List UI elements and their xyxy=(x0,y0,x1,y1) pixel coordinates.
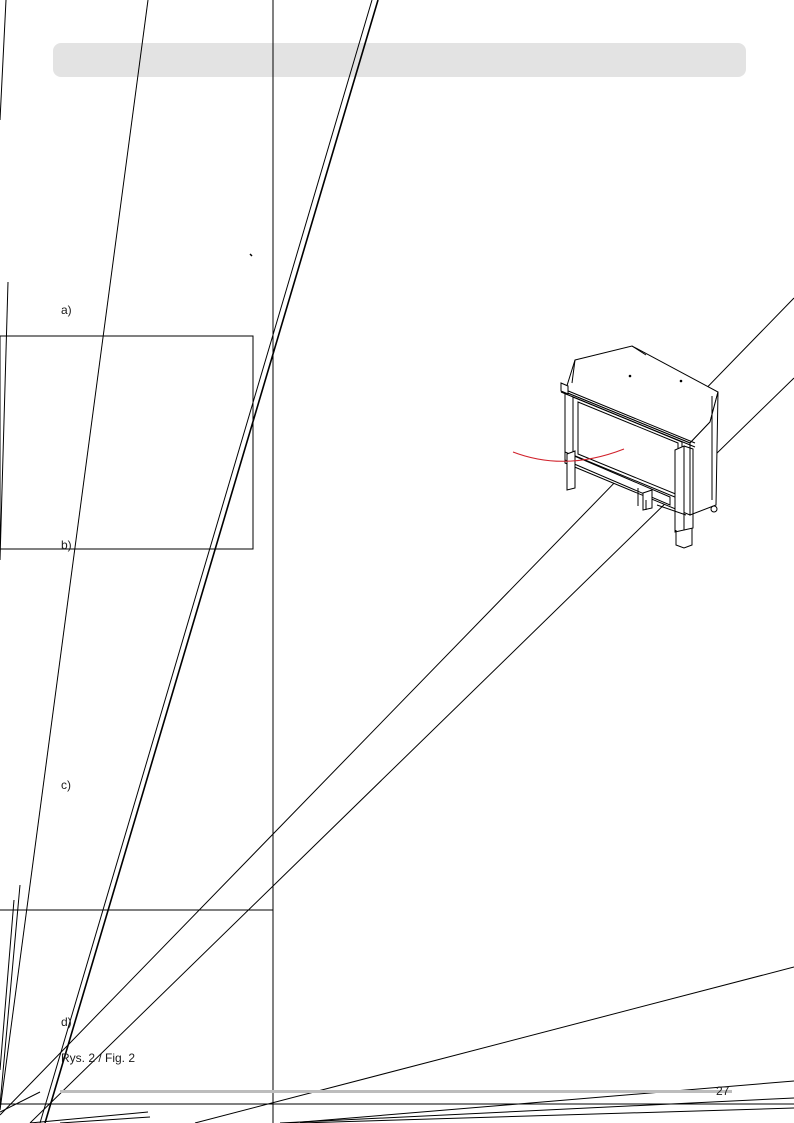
construction-line xyxy=(0,281,9,561)
construction-line xyxy=(194,966,794,1123)
label-c: c) xyxy=(61,778,71,792)
construction-line xyxy=(0,0,149,1111)
construction-line xyxy=(0,1091,41,1113)
construction-line xyxy=(279,1097,794,1123)
construction-line xyxy=(0,0,7,121)
construction-line xyxy=(44,0,379,1123)
tick-mark xyxy=(249,253,253,257)
construction-line xyxy=(0,884,21,1106)
label-a: a) xyxy=(61,303,72,317)
label-b: b) xyxy=(61,538,72,552)
panel-a-frame xyxy=(0,335,254,550)
construction-line xyxy=(299,1107,794,1123)
label-d: d) xyxy=(61,1015,72,1029)
construction-line xyxy=(289,1080,794,1123)
construction-line xyxy=(29,1111,149,1123)
construction-line xyxy=(59,1116,151,1123)
header-bar xyxy=(53,43,746,77)
page-number: 27 xyxy=(716,1084,730,1098)
construction-line xyxy=(39,0,373,1123)
figure-caption: Rys. 2 / Fig. 2 xyxy=(61,1051,136,1065)
construction-line xyxy=(0,899,15,1071)
rotation-arc xyxy=(512,448,625,462)
fireplace-insert-drawing xyxy=(560,345,719,549)
footer-rule xyxy=(60,1090,732,1093)
